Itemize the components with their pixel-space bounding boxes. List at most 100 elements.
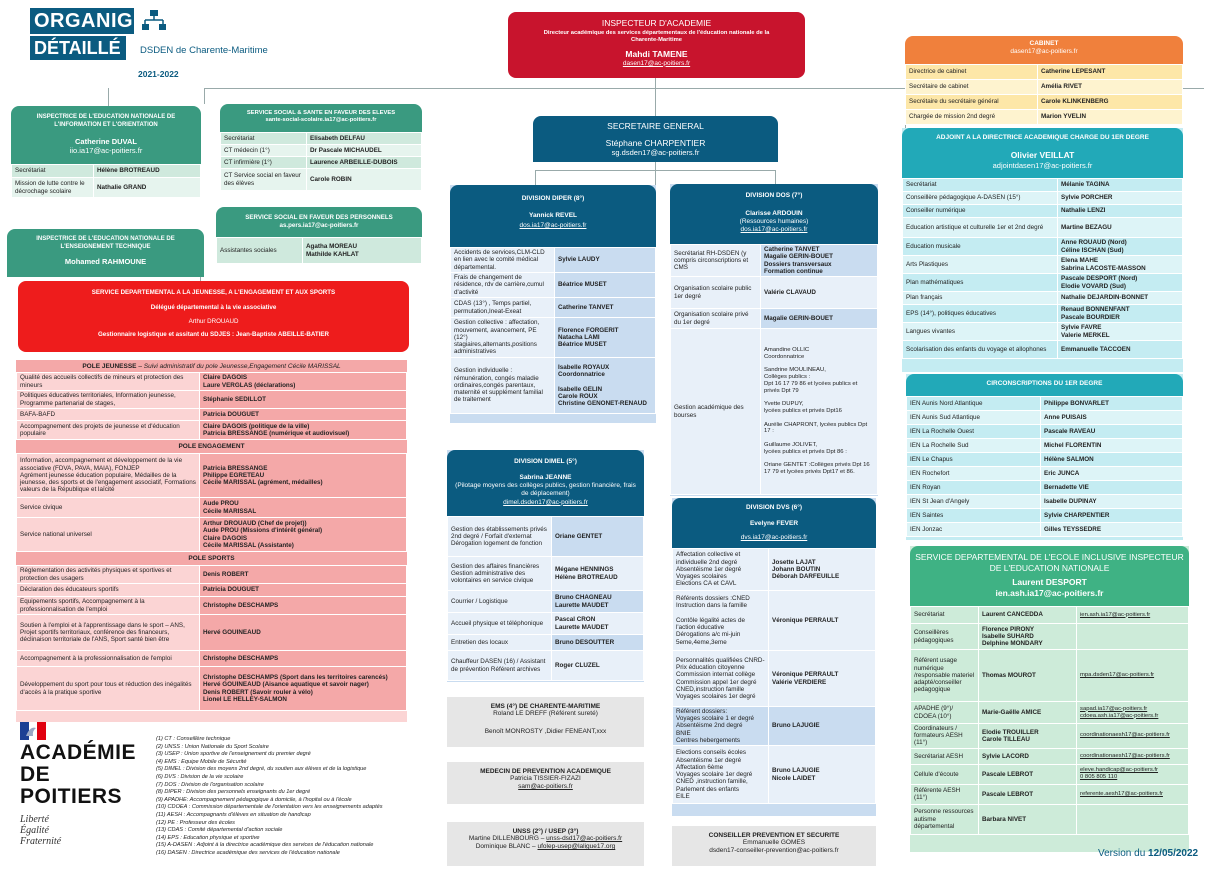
adjoint-person: Pascale DESPORT (Nord) Elodie VOVARD (Su… <box>1057 273 1183 292</box>
ei-email[interactable]: ien.ash.ia17@ac-poitiers.fr <box>995 587 1104 598</box>
dimel-role: Courrier / Logistique <box>447 590 552 613</box>
glossary-item: (12) PE : Professeur des écoles <box>156 819 235 826</box>
ps-person: Patricia DOUGUET <box>199 583 407 597</box>
pj-person: Patricia DOUGUET <box>199 408 407 421</box>
ssse-email[interactable]: sante-social-scolaire.ia17@ac-poitiers.f… <box>265 117 377 124</box>
ps-role: Déclaration des éducateurs sportifs <box>16 583 200 597</box>
dimel-box: DIVISION DIMEL (5°) Sabrina JEANNE (Pilo… <box>447 450 644 682</box>
circ-person: Philippe BONVARLET <box>1040 396 1183 411</box>
adjoint-role: Conseiller numérique <box>902 204 1058 218</box>
ps-person: Denis ROBERT <box>199 565 407 584</box>
sspers-box: SERVICE SOCIAL EN FAVEUR DES PERSONNELS … <box>216 207 422 265</box>
ps-role: Soutien à l'emploi et à l'apprentissage … <box>16 614 200 651</box>
ei-person: Florence PIRONY Isabelle SUHARD Delphine… <box>978 623 1077 650</box>
ei-email-cell[interactable] <box>1076 623 1189 650</box>
dos-sub: (Ressources humaines) <box>739 218 809 226</box>
ei-email-cell[interactable]: sapad.ia17@ac-poitiers.fr cdoea.ash.ia17… <box>1076 701 1189 724</box>
medecin-email[interactable]: sam@ac-poitiers.fr <box>518 782 573 790</box>
dimel-person: Roger CLUZEL <box>551 650 644 681</box>
diper-email[interactable]: dos.ia17@ac-poitiers.fr <box>519 222 587 230</box>
dimel-person: Pascal CRON Laurette MAUDET <box>551 612 644 635</box>
cabinet-person: Catherine LEPESANT <box>1037 64 1183 80</box>
dos-table: Secrétariat RH-DSDEN (y compris circonsc… <box>670 244 878 495</box>
medecin-title: MEDECIN DE PREVENTION ACADEMIQUE <box>480 768 611 775</box>
dvs-role: Elections conseils écoles Absentéisme 1e… <box>672 745 769 805</box>
ps-role: Equipements sportifs, Accompagnement à l… <box>16 596 200 615</box>
ia-email[interactable]: dasen17@ac-poitiers.fr <box>622 59 691 67</box>
ei-email-cell[interactable]: coordinationaesh17@ac-poitiers.fr <box>1076 747 1189 765</box>
dos-box: DIVISION DOS (7°) Clarisse ARDOUIN (Ress… <box>670 184 878 496</box>
dos-role: Secrétariat RH-DSDEN (y compris circonsc… <box>670 244 761 277</box>
circ-ien: IEN La Rochelle Ouest <box>906 424 1041 439</box>
unss-e1[interactable]: unss-dsd17@ac-poitiers.fr <box>546 835 623 843</box>
csec-name: Emmanuelle GOMES <box>742 839 806 847</box>
sg-name: Stéphane CHARPENTIER <box>605 137 706 148</box>
dos-email[interactable]: dos.ia17@ac-poitiers.fr <box>740 226 808 234</box>
circ-person: Pascale RAVEAU <box>1040 424 1183 439</box>
dimel-table: Gestion des établissements privés 2nd de… <box>447 516 644 681</box>
ssse-person: Dr Pascale MICHAUDEL <box>306 144 422 157</box>
dvs-email[interactable]: dvs.ia17@ac-poitiers.fr <box>740 534 808 542</box>
ei-email-cell[interactable]: mpa.dsden17@ac-poitiers.fr <box>1076 649 1189 702</box>
ei-email-cell[interactable] <box>1076 803 1189 835</box>
title-sub: DSDEN de Charente-Maritime <box>140 45 268 56</box>
dimel-email[interactable]: dimel.dsden17@ac-poitiers.fr <box>503 498 588 506</box>
diper-name: Yannick REVEL <box>528 212 578 220</box>
pj-role: Accompagnement des projets de jeunesse e… <box>16 420 200 440</box>
sdjes-sub: Délégué départemental à la vie associati… <box>150 303 277 311</box>
ssse-box: SERVICE SOCIAL & SANTE EN FAVEUR DES ELE… <box>220 104 422 194</box>
circ-ien: IEN Le Chapus <box>906 452 1041 467</box>
adjoint-role: Plan mathématiques <box>902 273 1058 292</box>
unss-l2: Dominique BLANC – <box>475 842 536 850</box>
ei-email-cell[interactable]: eleve.handicap@ac-poitiers.fr 0 805 805 … <box>1076 763 1189 785</box>
adjoint-person: Nathalie DEJARDIN-BONNET <box>1057 291 1183 305</box>
iio-person: Hélène BROTREAUD <box>93 164 201 178</box>
ps-role: Réglementation des activités physiques e… <box>16 565 200 584</box>
ia-sub: Directeur académique des services départ… <box>543 29 770 43</box>
csec-email[interactable]: dsden17-conseiller-prevention@ac-poitier… <box>709 846 839 854</box>
circ-box: CIRCONSCRIPTIONS DU 1ER DEGRE IEN Aunis … <box>906 374 1183 540</box>
cabinet-email[interactable]: dasen17@ac-poitiers.fr <box>1010 48 1078 56</box>
cabinet-box: CABINET dasen17@ac-poitiers.fr Directric… <box>905 36 1183 127</box>
ei-box: SERVICE DEPARTEMENTAL DE L'ECOLE INCLUSI… <box>910 546 1189 852</box>
academie-logo: ACADÉMIE DE POITIERS Liberté Égalité Fra… <box>20 722 150 847</box>
dvs-role: Référent dossiers: Voyages scolaire 1 er… <box>672 705 769 747</box>
ei-email-cell[interactable]: coordinationaesh17@ac-poitiers.fr <box>1076 723 1189 749</box>
pj-person: Claire DAGOIS (politique de la ville) Pa… <box>199 420 407 440</box>
adjoint-email[interactable]: adjointdasen17@ac-poitiers.fr <box>992 160 1093 170</box>
ei-title: SERVICE DEPARTEMENTAL DE L'ECOLE INCLUSI… <box>915 552 1184 573</box>
iio-box: INSPECTRICE DE L'EDUCATION NATIONALE DE … <box>11 106 201 198</box>
adjoint-role: Scolarisation des enfants du voyage et a… <box>902 340 1058 359</box>
adjoint-role: Conseillère pédagogique A-DASEN (15°) <box>902 191 1058 205</box>
cabinet-role: Directrice de cabinet <box>905 64 1038 80</box>
ei-email-cell[interactable]: ien.ash.ia17@ac-poitiers.fr <box>1076 606 1189 624</box>
sspers-email[interactable]: as.pers.ia17@ac-poitiers.fr <box>279 221 359 229</box>
dimel-role: Accueil physique et téléphonique <box>447 612 552 635</box>
sg-email[interactable]: sg.dsden17@ac-poitiers.fr <box>611 148 700 158</box>
academie-m3: Fraternité <box>20 836 62 848</box>
unss-e2[interactable]: ufolep-usep@laligue17.org <box>537 842 616 850</box>
ei-email-cell[interactable]: referente.aesh17@ac-poitiers.fr <box>1076 783 1189 805</box>
adjoint-role: Education artistique et culturelle 1er e… <box>902 217 1058 238</box>
version-label: Version du <box>1098 848 1149 859</box>
csec-box: CONSEILLER PREVENTION ET SECURITE Emmanu… <box>672 826 876 866</box>
ei-role: Secrétariat <box>910 606 979 624</box>
dos-person: Amandine OLLIC Coordonnatrice Sandrine M… <box>760 328 878 495</box>
iio-email[interactable]: iio.ia17@ac-poitiers.fr <box>69 146 143 156</box>
diper-role: Accidents de services,CLM-CLD en lien av… <box>450 247 555 273</box>
glossary-item: (6) DVS : Division de la vie scolaire <box>156 773 244 780</box>
ei-row: Coordinateurs / formateurs AESH (11°)Elo… <box>910 723 1189 749</box>
glossary-item: (2) UNSS : Union Nationale du Sport Scol… <box>156 743 269 750</box>
